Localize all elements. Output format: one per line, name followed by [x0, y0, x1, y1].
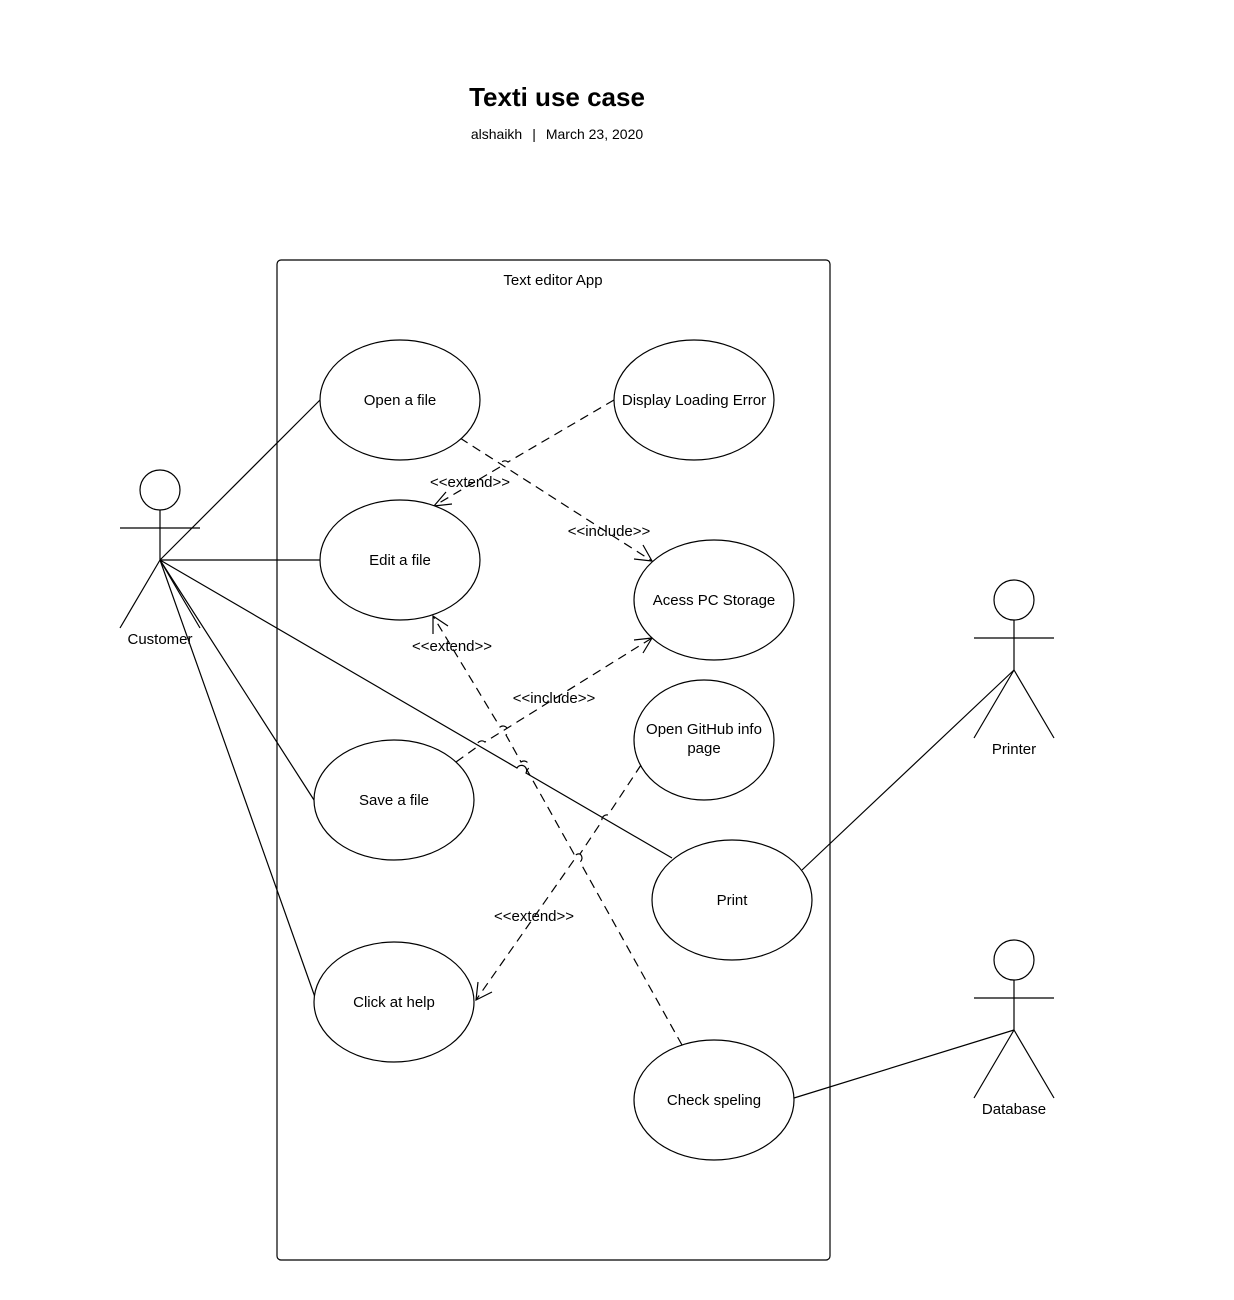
- use-case-click-at-help-label: Click at help: [353, 994, 435, 1011]
- use-case-click-at-help[interactable]: Click at help: [313, 941, 475, 1063]
- author: alshaikh: [470, 126, 523, 142]
- use-case-edit-file-label: Edit a file: [369, 552, 431, 569]
- printer-association: [801, 669, 1015, 871]
- extend-help-line: [475, 764, 642, 1001]
- actor-database-label: Database: [982, 1101, 1046, 1118]
- use-case-display-loading-error[interactable]: Display Loading Error: [613, 339, 775, 461]
- use-case-open-github-label-line2: page: [687, 740, 720, 757]
- extend-edit-line: [432, 615, 683, 1046]
- customer-associations: [159, 399, 673, 1001]
- actor-customer-label: Customer: [127, 631, 192, 648]
- system-boundary[interactable]: [276, 259, 831, 1261]
- include-open-arrow: [633, 544, 654, 562]
- relationship-lines: [432, 399, 683, 1046]
- include-open-label: <<include>>: [568, 523, 651, 540]
- extend-error-arrow: [432, 491, 453, 507]
- include-save-line: [455, 637, 653, 763]
- meta-separator: |: [532, 126, 536, 142]
- use-case-save-file-label: Save a file: [359, 792, 429, 809]
- extend-edit-label: <<extend>>: [412, 638, 492, 655]
- date: March 23, 2020: [545, 126, 644, 142]
- use-case-save-file[interactable]: Save a file: [313, 739, 475, 861]
- use-case-check-spelling-label: Check speling: [667, 1092, 761, 1109]
- use-case-open-github-label-line1: Open GitHub info: [646, 721, 762, 738]
- extend-edit-arrow: [432, 614, 449, 634]
- database-association: [793, 1029, 1015, 1099]
- diagram-meta: alshaikh | March 23, 2020: [0, 126, 1114, 142]
- stick-figure-icon: [973, 579, 1055, 739]
- use-case-display-loading-error-label: Display Loading Error: [622, 392, 766, 409]
- use-case-open-file[interactable]: Open a file: [319, 339, 481, 461]
- diagram-title: Texti use case: [469, 82, 645, 112]
- use-case-access-pc-storage[interactable]: Acess PC Storage: [633, 539, 795, 661]
- extend-help-arrow: [475, 981, 493, 1002]
- use-case-edit-file[interactable]: Edit a file: [319, 499, 481, 621]
- include-open-line: [459, 437, 653, 562]
- include-save-label: <<include>>: [513, 690, 596, 707]
- use-case-access-pc-storage-label: Acess PC Storage: [653, 592, 776, 609]
- actor-database[interactable]: Database: [973, 939, 1055, 1118]
- extend-error-label: <<extend>>: [430, 474, 510, 491]
- actor-printer-label: Printer: [992, 741, 1036, 758]
- stick-figure-icon: [119, 469, 201, 629]
- actor-printer[interactable]: Printer: [973, 579, 1055, 758]
- system-label: Text editor App: [503, 272, 602, 289]
- use-case-open-github-info-page[interactable]: Open GitHub info page: [633, 679, 775, 801]
- actor-customer[interactable]: Customer: [119, 469, 201, 648]
- extend-error-line: [433, 399, 615, 507]
- use-case-print-label: Print: [717, 892, 749, 909]
- use-case-open-file-label: Open a file: [364, 392, 437, 409]
- use-case-check-spelling[interactable]: Check speling: [633, 1039, 795, 1161]
- use-case-print[interactable]: Print: [651, 839, 813, 961]
- stick-figure-icon: [973, 939, 1055, 1099]
- extend-help-label: <<extend>>: [494, 908, 574, 925]
